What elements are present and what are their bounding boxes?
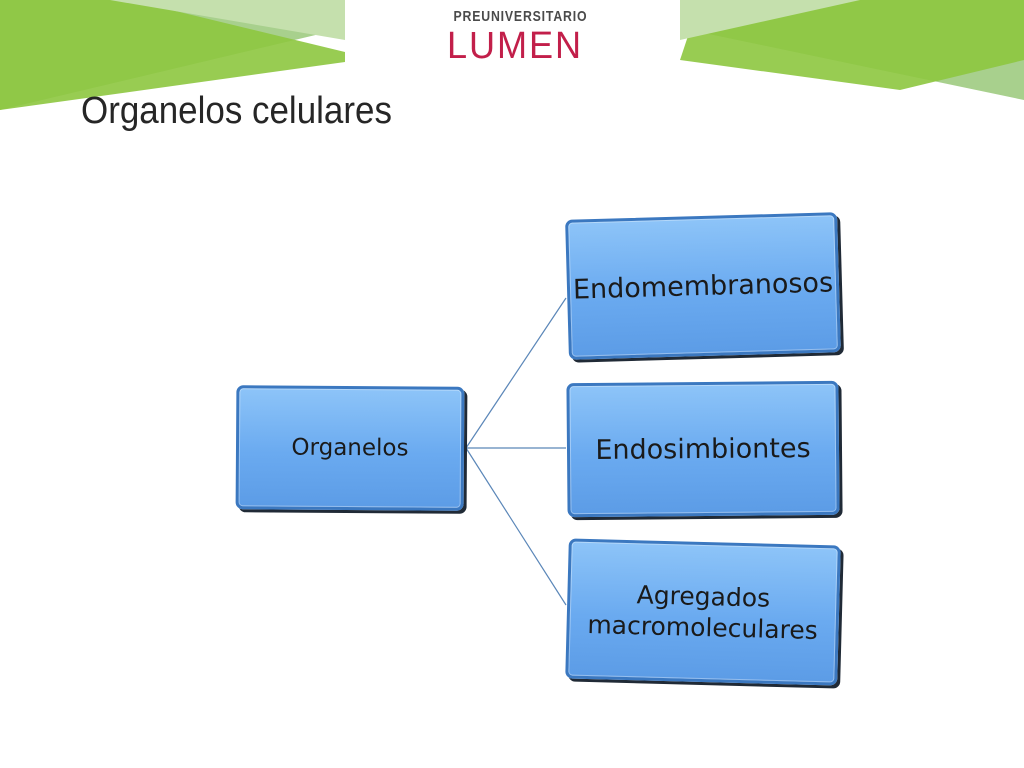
node-agregados-macromoleculares: Agregados macromoleculares — [565, 538, 841, 686]
decor-right-dark — [680, 0, 1024, 90]
decor-right-lighter — [680, 0, 860, 40]
node-endomembranosos: Endomembranosos — [565, 212, 841, 360]
header-decoration — [0, 0, 1024, 110]
node-endosimbiontes: Endosimbiontes — [566, 380, 840, 518]
node-endomembranosos-label: Endomembranosos — [572, 266, 834, 306]
connector-endomembranosos — [465, 297, 567, 449]
node-agregados-label: Agregados macromoleculares — [587, 580, 819, 646]
slide-title: Organelos celulares — [81, 90, 392, 132]
connector-agregados — [465, 447, 567, 606]
logo-subtitle: PREUNIVERSITARIO — [453, 8, 588, 25]
node-organelos-label: Organelos — [291, 434, 409, 462]
logo: PREUNIVERSITARIO LUMEN — [440, 8, 590, 66]
decor-left-dark — [0, 0, 345, 110]
decor-left-lighter — [110, 0, 345, 40]
logo-wordmark: LUMEN — [447, 25, 583, 67]
node-endosimbiontes-label: Endosimbiontes — [595, 432, 811, 466]
node-organelos: Organelos — [235, 385, 465, 511]
